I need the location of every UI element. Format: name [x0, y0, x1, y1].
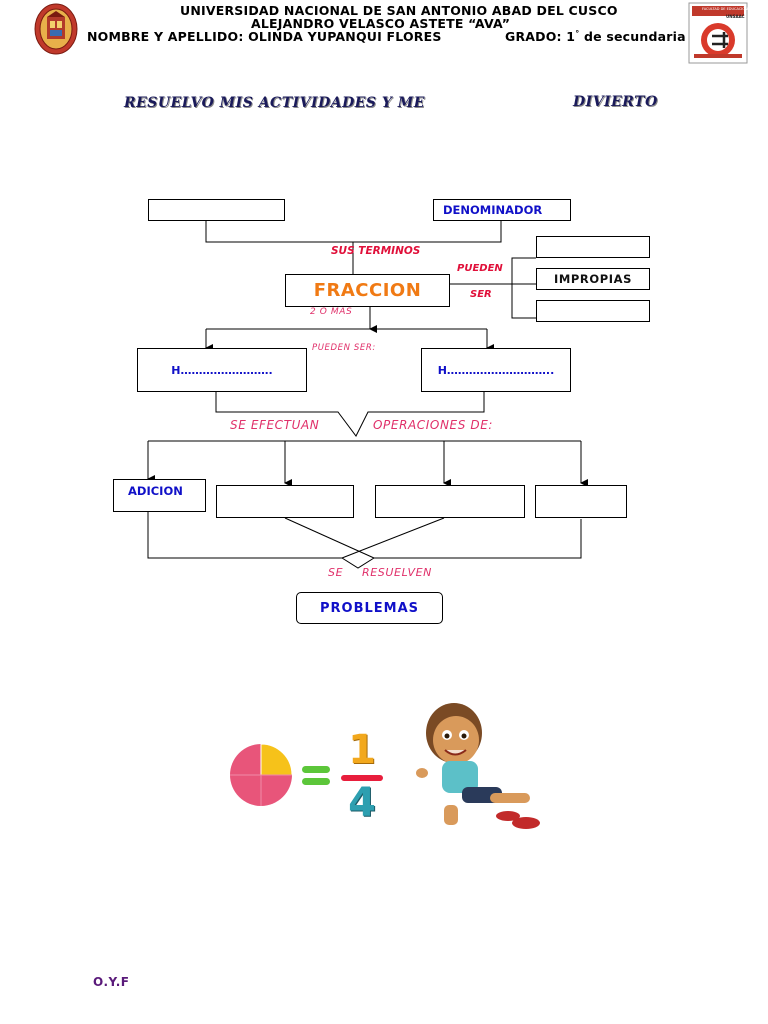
se-efectuan-label: SE EFECTUAN [230, 418, 320, 432]
school-name: ALEJANDRO VELASCO ASTETE “AVA” [251, 16, 511, 31]
right-logo-caption-2: UNSAAC [726, 14, 745, 19]
left-logo-seal [34, 3, 78, 55]
quarter-pie-icon [230, 703, 540, 829]
right-logo-faculty: FACULTAD DE EDUCACIÓN UNSAAC [688, 2, 748, 64]
problemas-box: PROBLEMAS [296, 592, 443, 624]
operacion-box-2-empty[interactable] [216, 485, 354, 518]
tipo-fraccion-box-1-empty[interactable] [536, 236, 650, 258]
university-name: UNIVERSIDAD NACIONAL DE SAN ANTONIO ABAD… [180, 3, 618, 18]
homogeneas-box[interactable]: H……………………. [137, 348, 307, 392]
problemas-label: PROBLEMAS [319, 600, 420, 616]
ser-label: SER [470, 289, 492, 300]
homogeneas-label: H……………………. [171, 363, 273, 377]
footer-initials: O.Y.F [93, 975, 130, 989]
operacion-box-3-empty[interactable] [375, 485, 525, 518]
heterogeneas-label: H……………………….. [437, 363, 555, 377]
fraction-illustration: = 1 4 [226, 695, 556, 835]
dos-o-mas-label: 2 O MAS [310, 307, 353, 317]
denominador-box: DENOMINADOR [433, 199, 571, 221]
impropias-label: IMPROPIAS [553, 272, 633, 286]
equals-sign-label: = [226, 695, 227, 696]
pueden-ser-label: PUEDEN SER: [312, 343, 376, 353]
grade-degree: ° [575, 29, 580, 38]
adicion-box: ADICION [113, 479, 206, 512]
grade-rest: de secundaria [579, 29, 686, 45]
operacion-box-4-empty[interactable] [535, 485, 627, 518]
tipo-fraccion-box-3-empty[interactable] [536, 300, 650, 322]
impropias-box: IMPROPIAS [536, 268, 650, 290]
fraction-numerator: 1 [348, 727, 376, 773]
worksheet-title-part1: RESUELVO MIS ACTIVIDADES Y ME [124, 95, 425, 111]
adicion-label: ADICION [128, 484, 183, 498]
se-label: SE [328, 566, 344, 579]
sus-terminos-label: SUS TERMINOS [331, 245, 421, 257]
fraccion-box: FRACCION [285, 274, 450, 307]
numerador-box-empty[interactable] [148, 199, 285, 221]
operaciones-de-label: OPERACIONES DE: [373, 418, 494, 432]
right-logo-caption-1: FACULTAD DE EDUCACIÓN [702, 7, 748, 11]
worksheet-title-part2: DIVIERTO [573, 94, 658, 110]
fraction-denominator: 4 [348, 780, 376, 826]
fraccion-label: FRACCION [313, 280, 422, 301]
heterogeneas-box[interactable]: H……………………….. [421, 348, 571, 392]
grade-label: GRADO: 1 [505, 29, 576, 45]
grade-line: GRADO: 1° de secundaria [505, 29, 686, 44]
denominador-label: DENOMINADOR [443, 203, 543, 217]
student-name-line: NOMBRE Y APELLIDO: OLINDA YUPANQUI FLORE… [87, 29, 442, 44]
pueden-label: PUEDEN [457, 263, 503, 274]
resuelven-label: RESUELVEN [362, 566, 433, 579]
